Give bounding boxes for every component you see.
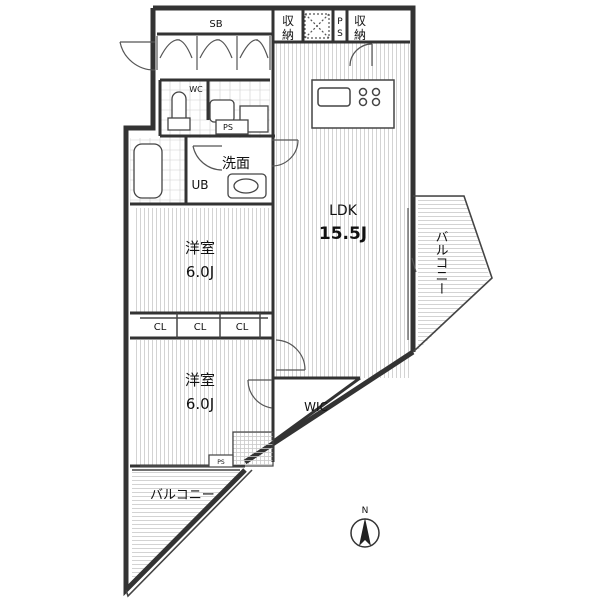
- north-arrow-icon: [350, 518, 380, 548]
- kitchen-counter: [311, 79, 395, 129]
- top-storage-details: [304, 13, 373, 67]
- ub-label: UB: [191, 178, 208, 192]
- interior-doors: [192, 139, 306, 409]
- room1-size: 6.0J: [186, 263, 214, 281]
- storage-left-label-2: 納: [282, 28, 294, 42]
- ldk-size: 15.5J: [319, 224, 367, 244]
- ps-top-label: P: [337, 17, 343, 27]
- room2-name: 洋室: [185, 371, 215, 389]
- balcony-bottom-label: バルコニー: [150, 488, 215, 503]
- ps-mid-label: PS: [223, 123, 233, 132]
- ldk-name: LDK: [329, 203, 358, 219]
- closet-label-1: CL: [154, 322, 167, 333]
- north-label: N: [362, 506, 369, 516]
- wic-label: WIC: [304, 400, 328, 414]
- bath-fixtures: [133, 143, 267, 199]
- balcony-right-label: バルコニー: [433, 230, 449, 295]
- washroom-label: 洗面: [222, 156, 250, 172]
- wc-label: WC: [189, 85, 203, 94]
- storage-right-label-2: 納: [354, 28, 366, 42]
- closet-label-3: CL: [236, 322, 249, 333]
- closet-label-2: CL: [194, 322, 207, 333]
- room1-name: 洋室: [185, 239, 215, 257]
- sb-label: SB: [209, 19, 222, 30]
- room1-floor: [135, 208, 271, 313]
- ps-top-label-2: S: [337, 29, 343, 39]
- storage-left-label: 収: [282, 14, 294, 28]
- room2-size: 6.0J: [186, 395, 214, 413]
- closet-dividers: [140, 313, 268, 338]
- storage-right-label: 収: [354, 14, 366, 28]
- sb-storage-doors: [119, 36, 271, 71]
- balcony-right-floor: [418, 196, 490, 350]
- balcony-outlines: [125, 195, 493, 598]
- ps-small-label: PS: [217, 459, 225, 466]
- pillar: [232, 431, 274, 467]
- wc-fixtures: [167, 91, 269, 135]
